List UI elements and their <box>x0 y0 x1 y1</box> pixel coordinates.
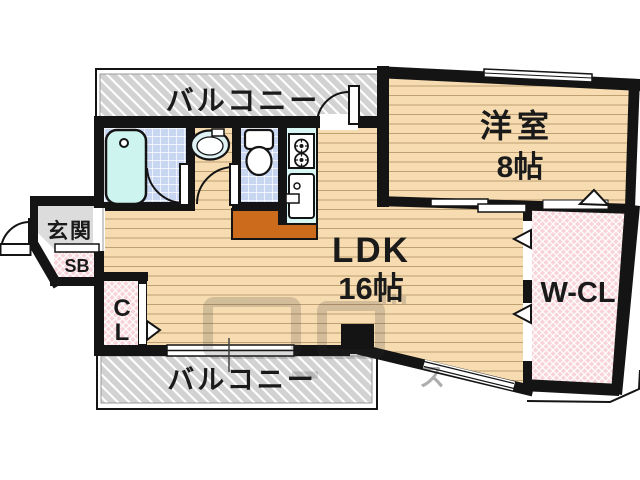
bathtub <box>104 128 148 206</box>
balcony-bottom-label: バルコニー <box>167 365 316 395</box>
western-room-size: 8帖 <box>497 151 544 184</box>
balcony-top <box>95 68 386 126</box>
balcony-top-label: バルコニー <box>166 85 320 116</box>
western-room-window <box>483 68 593 83</box>
ldk-size: 16帖 <box>338 271 403 306</box>
kitchen-unit <box>285 126 318 225</box>
western-room-label: 洋室 <box>480 108 554 144</box>
western-room-floor <box>383 73 635 206</box>
bathroom-door <box>146 163 190 206</box>
diagonal-window <box>422 359 516 391</box>
wcl-label: W-CL <box>540 277 615 309</box>
entrance-label: 玄関 <box>47 219 93 243</box>
entry-door <box>0 218 32 256</box>
entrance-chamfer-wall <box>28 240 63 289</box>
ldk-floor <box>103 128 529 390</box>
shoebox-area <box>54 250 100 280</box>
watermark-glyph: ス <box>419 362 445 392</box>
washbasin <box>189 128 231 161</box>
watermark <box>203 294 406 379</box>
balcony-door <box>316 85 360 130</box>
ldk-window <box>166 338 295 372</box>
ldk-label: LDK <box>332 231 410 270</box>
wcl-door-top <box>542 188 611 210</box>
shoebox-label: SB <box>64 256 89 276</box>
wcl-doors-left <box>511 221 532 361</box>
closet-label-line1: C <box>113 295 130 322</box>
closet-door <box>139 284 162 344</box>
western-room-sliding-door <box>430 198 527 213</box>
toilet <box>243 128 275 177</box>
washroom-door <box>196 163 240 206</box>
fixtures <box>104 126 318 225</box>
closet-label-line2: L <box>115 319 130 346</box>
entrance-floor <box>36 203 100 252</box>
openings <box>0 68 611 391</box>
walk-in-closet-area <box>530 208 634 392</box>
